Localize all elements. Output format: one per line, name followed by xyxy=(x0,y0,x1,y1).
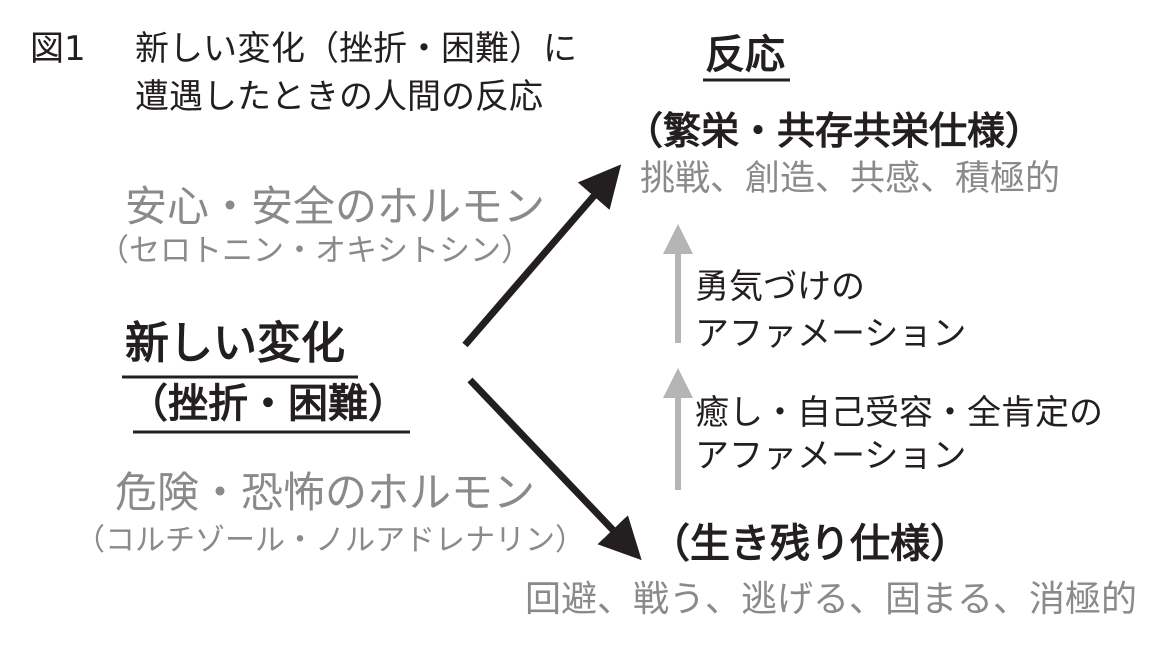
figure-title-line1: 新しい変化（挫折・困難）に xyxy=(135,29,577,69)
survival-traits: 回避、戦う、逃げる、固まる、消極的 xyxy=(525,579,1138,620)
survival-label: （生き残り仕様） xyxy=(650,521,970,567)
reaction-heading: 反応 xyxy=(705,32,785,78)
arrow-down-to-survival xyxy=(467,377,642,561)
figure-title-line2: 遭遇したときの人間の反応 xyxy=(135,77,543,117)
new-change-line1: 新しい変化 xyxy=(125,318,345,369)
figure-label: 図1 xyxy=(30,29,86,69)
danger-hormones-label: 危険・恐怖のホルモン xyxy=(115,468,536,517)
flourish-traits: 挑戦、創造、共感、積極的 xyxy=(640,159,1061,199)
affirmation-upper-line1: 勇気づけの xyxy=(695,267,865,307)
safe-hormones-label: 安心・安全のホルモン xyxy=(125,182,546,231)
affirmation-lower-line2: アファメーション xyxy=(695,436,967,476)
affirmation-lower-line1: 癒し・自己受容・全肯定の xyxy=(695,393,1103,433)
arrow-up-to-flourish xyxy=(462,164,622,348)
affirmation-upper-line2: アファメーション xyxy=(695,314,967,354)
new-change-line2: （挫折・困難） xyxy=(128,381,408,427)
safe-hormones-examples: （セロトニン・オキシトシン） xyxy=(98,233,532,269)
danger-hormones-examples: （コルチゾール・ノルアドレナリン） xyxy=(75,523,585,558)
flourish-label: （繁栄・共存共栄仕様） xyxy=(625,109,1044,153)
